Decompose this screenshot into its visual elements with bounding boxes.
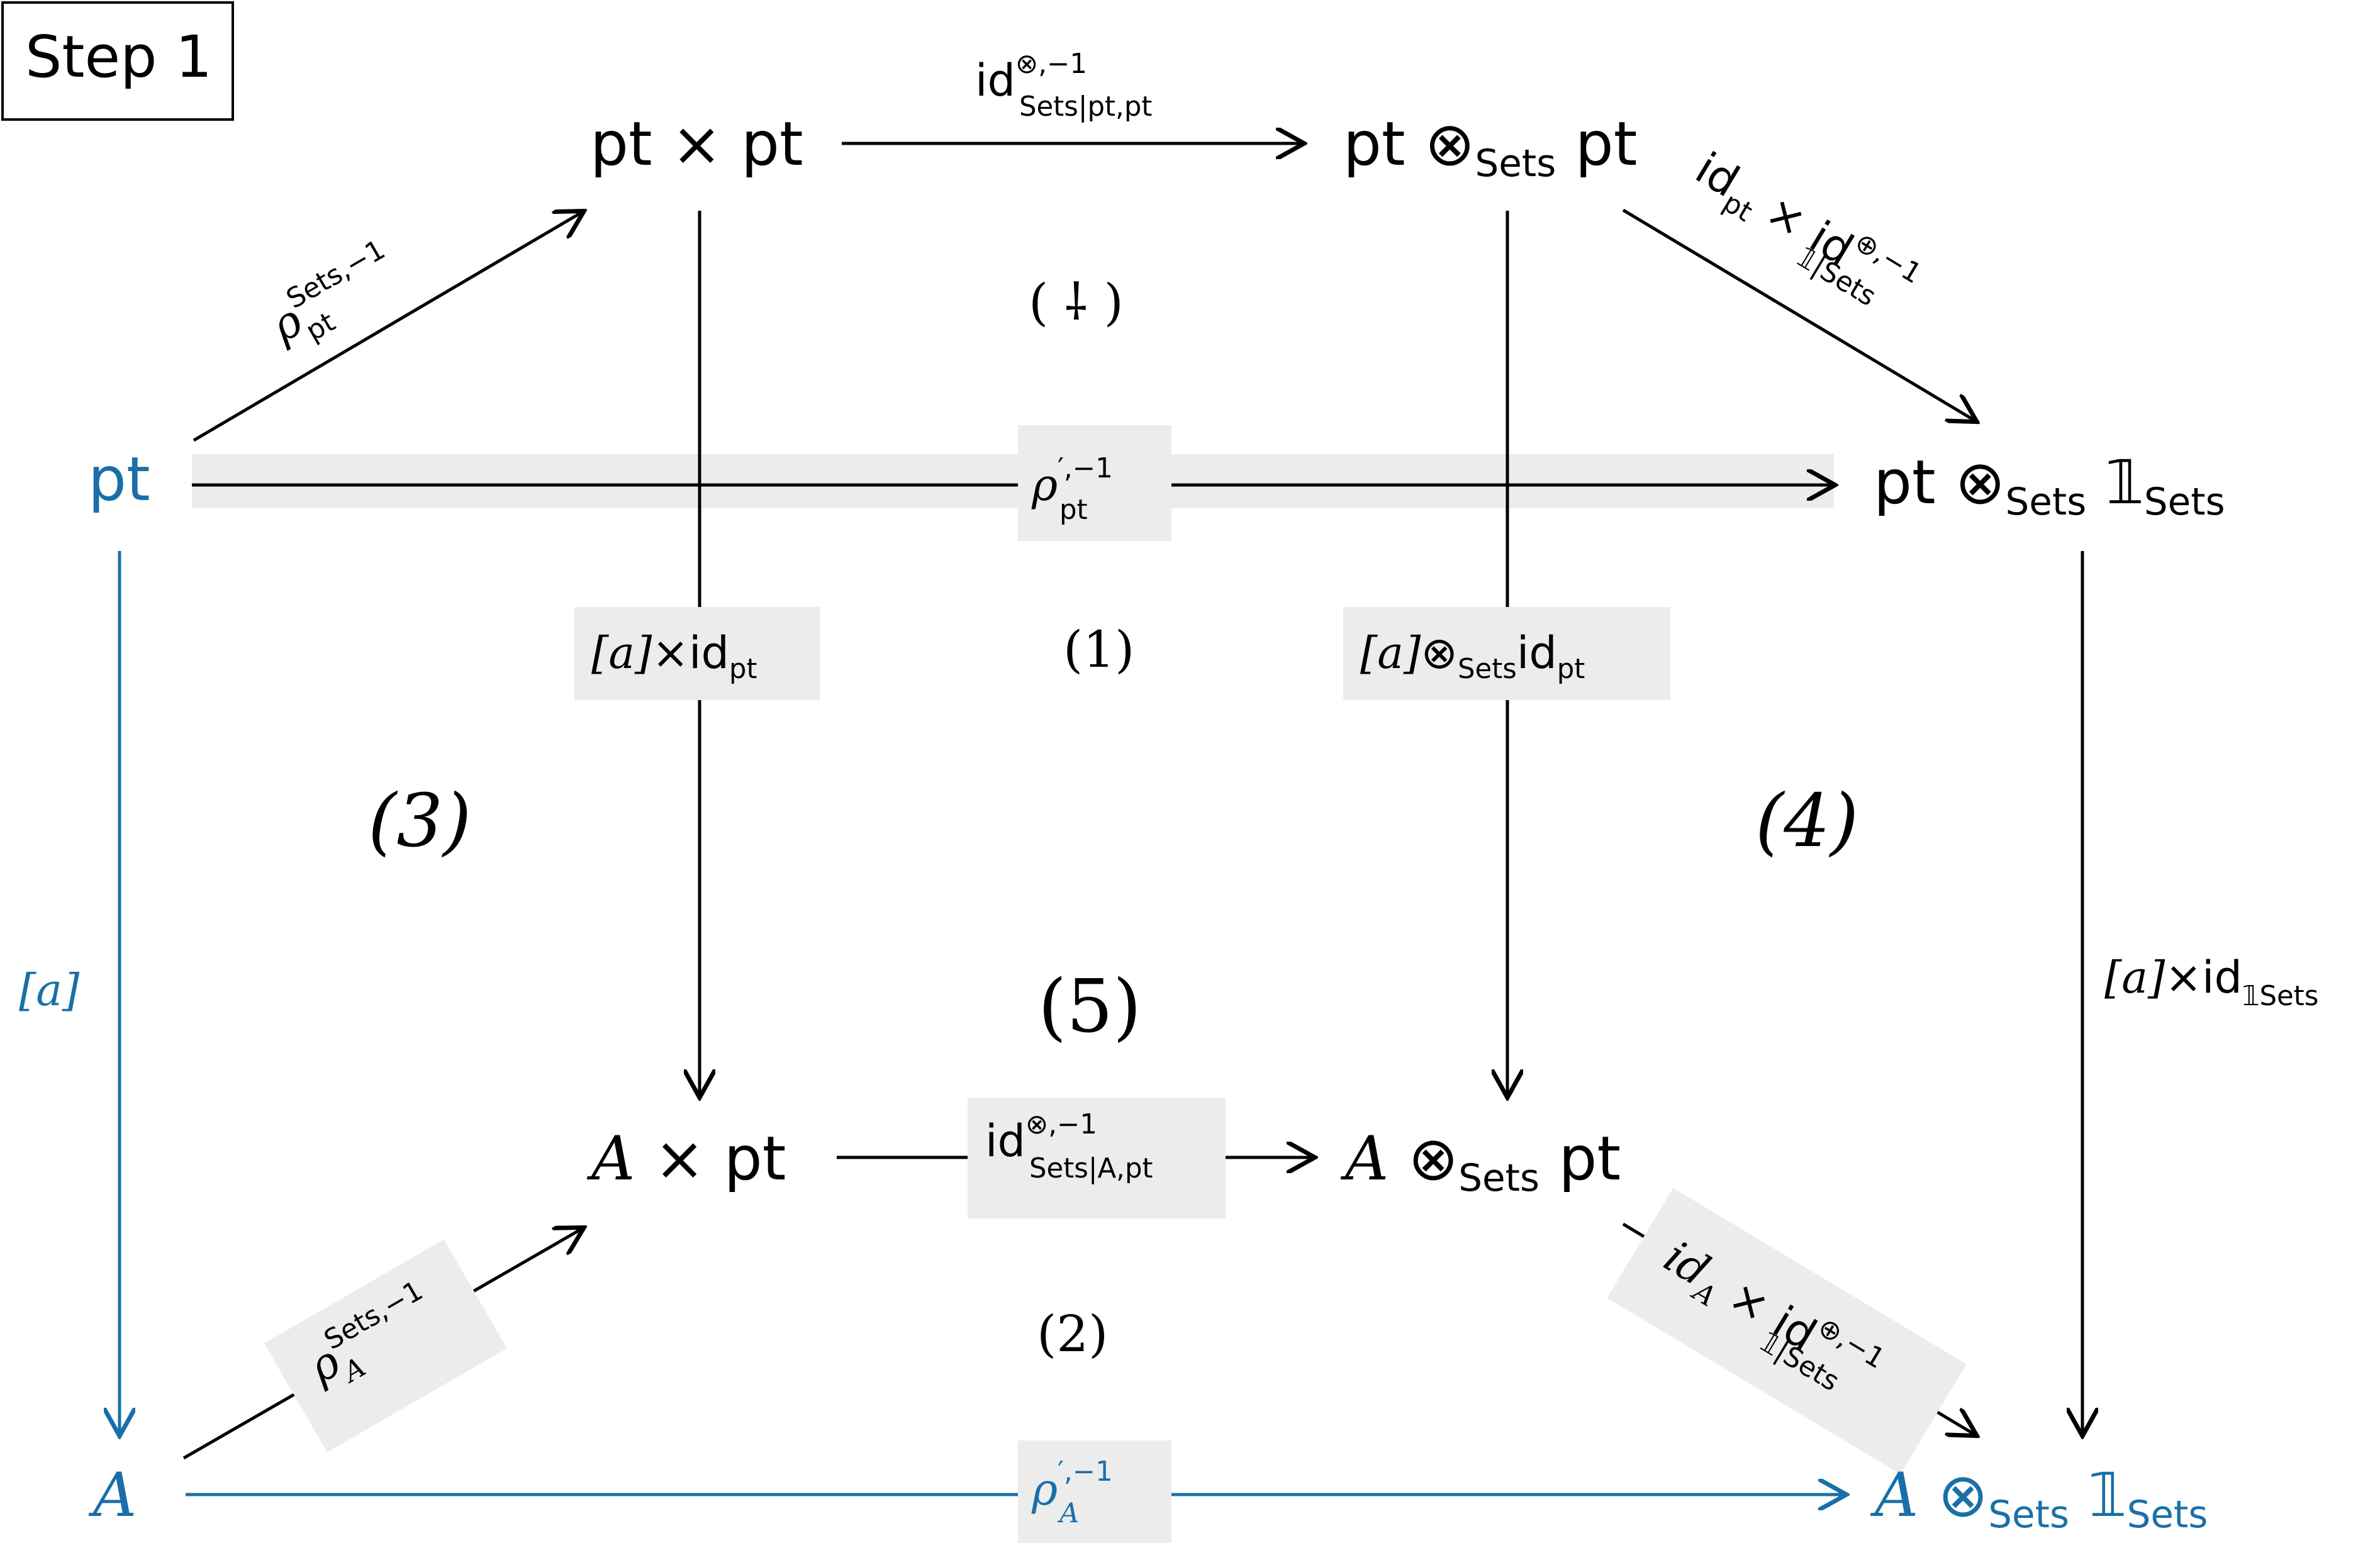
node-pt-tensor-one-sub: Sets (2006, 481, 2087, 524)
label-a-tensor-id-pt-sub: Sets (1458, 654, 1517, 685)
label-rho-pt-prime-sup: ′,−1 (1058, 453, 1113, 484)
label-mid-id-sub: Sets|A,pt (1029, 1153, 1153, 1184)
arrow-rho-pt-sets (193, 213, 581, 442)
node-A-tensor-one-mid: ⊗ (1918, 1460, 1988, 1530)
label-a-tensor-id-pt: [a]⊗Setsidpt (1360, 627, 1585, 685)
bg-mid-id (968, 1098, 1226, 1218)
bg-rho-A-sets (264, 1239, 507, 1452)
region-marker-1: (1) (1063, 620, 1134, 679)
label-mid-id-base: id (985, 1115, 1025, 1167)
label-a-tensor-id-pt-mid: ⊗ (1421, 627, 1458, 679)
bg-a-times-id-pt (574, 607, 820, 700)
region-marker-0: ( ⸸ ) (1029, 273, 1124, 331)
label-top-id-sup: ⊗,−1 (1015, 48, 1087, 80)
node-pt-tensor-one-sub2: Sets (2144, 481, 2225, 524)
node-A-x-pt-var: A (586, 1123, 635, 1194)
label-a-times-id-unit-var: [a] (2104, 952, 2165, 1003)
node-pt-tensor-one-base: pt ⊗ (1874, 447, 2006, 518)
node-pt-tensor-one: pt ⊗Sets 𝟙Sets (1874, 447, 2225, 524)
label-a-times-id-pt: [a]×idpt (591, 627, 757, 685)
label-a-times-id-pt-var: [a] (591, 627, 652, 679)
region-marker-4: (4) (1755, 779, 1858, 864)
label-rho-pt-sets-sup: Sets,−1 (281, 234, 391, 315)
node-A-tensor-pt-tail: pt (1539, 1123, 1621, 1194)
node-pt-tensor-pt-sub: Sets (1475, 142, 1556, 186)
node-A-tensor-pt: A ⊗Sets pt (1340, 1123, 1621, 1200)
node-pt-x-pt: pt × pt (590, 109, 803, 179)
step-label-box: Step 1 (1, 1, 234, 121)
label-a-times-id-unit: [a]×id𝟙Sets (2104, 952, 2318, 1012)
label-mid-id-sup: ⊗,−1 (1025, 1109, 1097, 1140)
rho-pt-band (192, 454, 1834, 508)
node-A-tensor-pt-var: A (1340, 1123, 1388, 1194)
node-A-tensor-one-sub2: Sets (2127, 1493, 2208, 1537)
node-A-x-pt-tail: × pt (635, 1123, 786, 1194)
node-A-tensor-pt-sub: Sets (1458, 1157, 1539, 1200)
label-a-tensor-id-pt-mid2: id (1517, 627, 1557, 679)
label-a-left: [a] (19, 964, 80, 1016)
label-rho-A-prime-sub: A (1057, 1498, 1079, 1529)
node-pt-tensor-pt-base: pt ⊗ (1343, 109, 1475, 179)
node-A-tensor-one: A ⊗Sets 𝟙Sets (1870, 1460, 2208, 1537)
label-a-times-id-pt-mid: ×id (652, 627, 729, 679)
bg-rho-A-prime (1018, 1440, 1171, 1543)
label-top-id-sub: Sets|pt,pt (1019, 91, 1152, 123)
label-a-tensor-id-pt-var: [a] (1360, 627, 1421, 679)
node-A-tensor-one-sub: Sets (1988, 1493, 2069, 1537)
bg-id-A-times-id-unit (1607, 1188, 1967, 1474)
label-rho-A-prime-sup: ′,−1 (1058, 1456, 1113, 1488)
region-marker-5: (5) (1038, 964, 1141, 1049)
label-id-pt-times-id-unit: idpt × id⊕,−1𝟙|Sets (1679, 137, 1927, 327)
label-rho-pt-sets: ρSets,−1pt (259, 234, 410, 361)
arrow-id-pt-times-id-unit (1622, 208, 1974, 420)
node-pt-left: pt (88, 444, 150, 515)
label-a-times-id-pt-sub: pt (729, 654, 757, 685)
step-label: Step 1 (25, 23, 212, 91)
label-rho-pt-prime: ρ′,−1 pt (1031, 453, 1113, 526)
node-pt-tensor-one-mid: 𝟙 (2086, 447, 2144, 518)
region-marker-2: (2) (1037, 1305, 1108, 1363)
label-top-id-base: id (975, 55, 1015, 106)
label-a-times-id-unit-sub: 𝟙Sets (2242, 981, 2318, 1012)
bg-a-tensor-id-pt (1343, 607, 1670, 700)
bg-rho-pt-prime (1018, 425, 1171, 541)
node-pt-tensor-pt: pt ⊗Sets pt (1343, 109, 1637, 186)
label-a-times-id-unit-mid: ×id (2165, 952, 2242, 1003)
node-A-tensor-pt-mid: ⊗ (1388, 1123, 1458, 1194)
label-rho-pt-prime-sub: pt (1059, 494, 1088, 526)
label-rho-pt-prime-base: ρ (1031, 459, 1058, 511)
node-pt-tensor-pt-tail: pt (1556, 109, 1637, 179)
node-A-x-pt: A × pt (586, 1123, 786, 1194)
region-marker-3: (3) (368, 779, 471, 864)
label-a-tensor-id-pt-sub2: pt (1557, 654, 1585, 685)
node-A-tensor-one-mid2: 𝟙 (2069, 1460, 2127, 1530)
label-rho-A-prime-base: ρ (1031, 1464, 1058, 1515)
node-A-tensor-one-var: A (1870, 1460, 1918, 1530)
node-A-left: A (88, 1460, 137, 1530)
